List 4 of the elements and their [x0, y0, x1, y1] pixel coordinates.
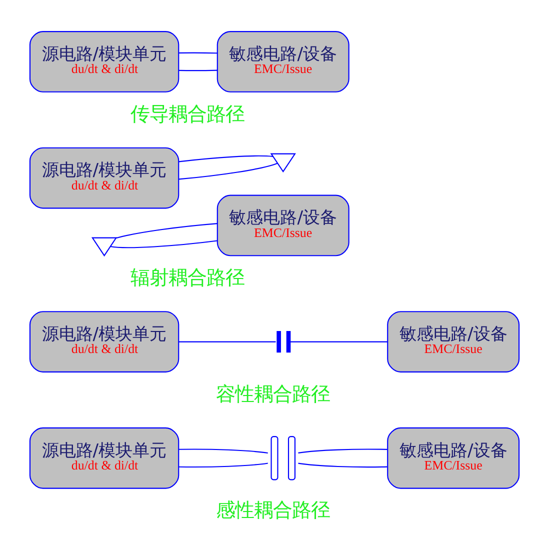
label: 感性耦合路径	[216, 498, 330, 522]
label: 辐射耦合路径	[130, 266, 245, 289]
label: 传导耦合路径	[130, 102, 245, 125]
label: 容性耦合路径	[216, 382, 330, 405]
